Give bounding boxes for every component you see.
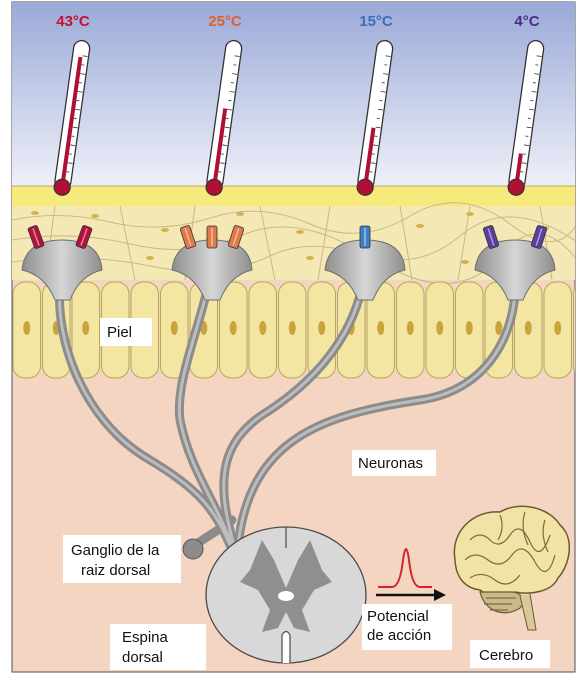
label-ganglion-line1: Ganglio de la — [71, 542, 160, 559]
temperature-label: 25°C — [208, 13, 242, 30]
basal-cell-nucleus — [171, 321, 178, 335]
label-spine-line2: dorsal — [122, 649, 163, 666]
basal-cell-nucleus — [318, 321, 325, 335]
spinal-cord — [206, 527, 366, 663]
basal-cell-nucleus — [436, 321, 443, 335]
basal-cell-nucleus — [259, 321, 266, 335]
basal-cell-nucleus — [377, 321, 384, 335]
basal-cell-nucleus — [23, 321, 30, 335]
label-neurons: Neuronas — [358, 455, 423, 472]
skin-surface — [12, 186, 575, 206]
basal-cell-nucleus — [554, 321, 561, 335]
central-canal — [278, 591, 294, 601]
basal-cell-nucleus — [230, 321, 237, 335]
label-action-potential-line1: Potencial — [367, 608, 429, 625]
label-action-potential-line2: de acción — [367, 627, 431, 644]
basal-cell-nucleus — [82, 321, 89, 335]
basal-cell-nucleus — [466, 321, 473, 335]
temperature-label: 4°C — [514, 13, 539, 30]
label-brain: Cerebro — [479, 647, 533, 664]
air-region — [12, 2, 575, 186]
ganglion-cell-body — [183, 539, 203, 559]
basal-cell-nucleus — [407, 321, 414, 335]
temperature-label: 43°C — [56, 13, 90, 30]
label-spine-line1: Espina — [122, 629, 169, 646]
label-ganglion-line2: raiz dorsal — [81, 562, 150, 579]
basal-cell-nucleus — [495, 321, 502, 335]
temperature-label: 15°C — [359, 13, 393, 30]
basal-cell-nucleus — [525, 321, 532, 335]
basal-cell-nucleus — [289, 321, 296, 335]
label-skin: Piel — [107, 324, 132, 341]
